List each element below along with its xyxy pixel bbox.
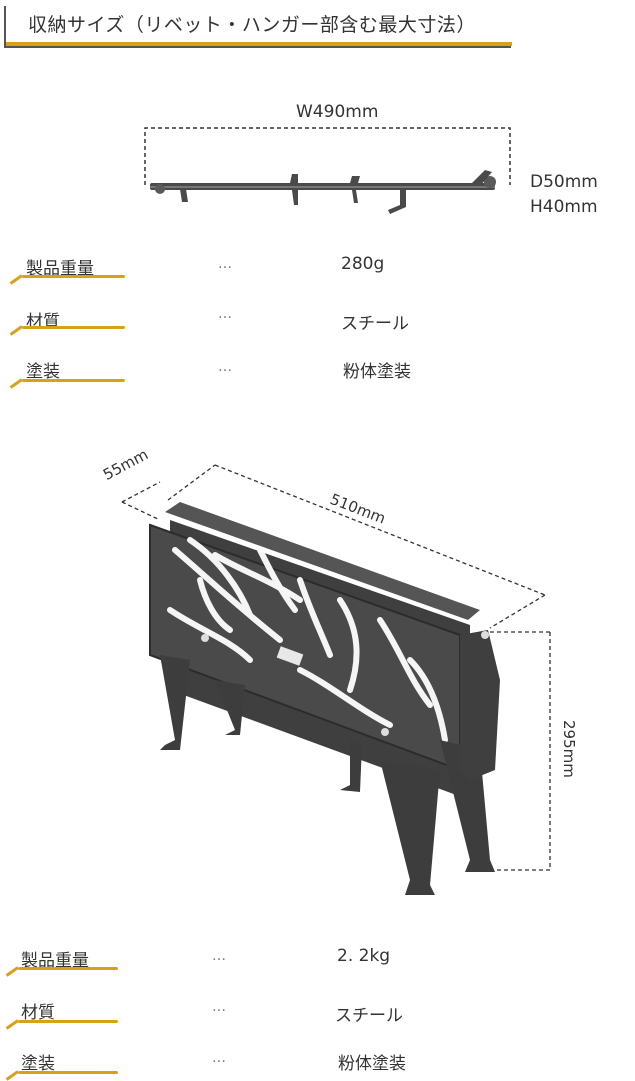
spec-value: スチール: [335, 1006, 403, 1026]
spec-value: スチール: [341, 314, 409, 334]
folded-rail-drawing: [144, 127, 511, 214]
spec-value: 280g: [341, 254, 385, 274]
spec-dots: …: [212, 1050, 228, 1066]
spec-underline-tick: [5, 1070, 19, 1081]
page-title: 収納サイズ（リベット・ハンガー部含む最大寸法）: [28, 14, 476, 36]
spec-value: 粉体塗装: [343, 362, 411, 382]
header-bracket: [4, 6, 511, 48]
spec-underline: [22, 379, 125, 382]
spec-underline: [18, 1071, 118, 1074]
folded-depth-label: D50mm: [530, 172, 598, 192]
spec-underline-tick: [5, 966, 19, 977]
spec-dots: …: [212, 948, 228, 964]
spec-underline: [22, 275, 125, 278]
spec-underline: [22, 326, 125, 329]
folded-height-label: H40mm: [530, 197, 598, 217]
table-height-label: 295mm: [560, 720, 578, 778]
spec-dots: …: [218, 256, 234, 272]
table-drawing: [121, 464, 551, 895]
spec-label: 塗装: [26, 362, 60, 382]
spec-underline: [18, 967, 118, 970]
spec-underline-tick: [9, 325, 23, 336]
folded-width-label: W490mm: [296, 102, 379, 122]
spec-value: 2. 2kg: [337, 946, 391, 966]
spec-value: 粉体塗装: [338, 1054, 406, 1074]
header-accent-line: [6, 42, 512, 46]
spec-label: 製品重量: [26, 259, 94, 279]
spec-dots: …: [218, 359, 234, 375]
spec-label: 塗装: [21, 1054, 55, 1074]
spec-underline-tick: [5, 1019, 19, 1030]
spec-underline-tick: [9, 378, 23, 389]
spec-underline-tick: [9, 274, 23, 285]
spec-dots: …: [218, 306, 234, 322]
spec-label: 材質: [21, 1003, 55, 1023]
spec-underline: [18, 1020, 118, 1023]
spec-label: 製品重量: [21, 951, 89, 971]
spec-dots: …: [212, 999, 228, 1015]
